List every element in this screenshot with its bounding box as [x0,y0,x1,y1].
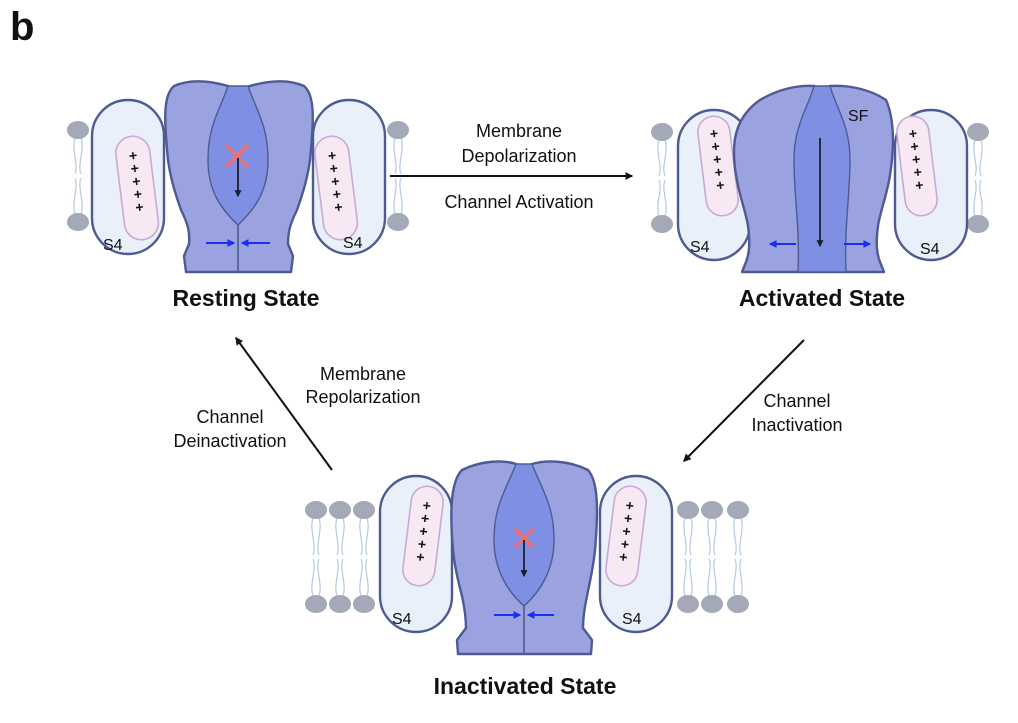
x-mark-icon [225,144,249,168]
s4-label-right: S4 [622,611,642,628]
s4-label-right: S4 [920,241,940,258]
inactivation-transition: Channel Inactivation [683,339,843,462]
lipid [967,123,989,233]
inactivated-state-channel: +++++ S4 +++++ S4 Inactivated State [378,460,674,699]
s4-helix-left: +++++ [697,115,739,217]
lipid [387,121,409,231]
s4-charge: + [908,125,918,142]
s4-charge: + [622,523,632,540]
repolarization-label-line2: Repolarization [305,387,420,407]
repolarization-label-line1: Membrane [320,364,406,384]
lipid [67,121,89,231]
s4-charge: + [131,173,141,190]
deinactivation-label-line2: Deinactivation [173,431,286,451]
activated-state-channel: +++++ S4 +++++ S4 SF Activated State [676,84,969,311]
s4-charge: + [911,151,921,168]
s4-charge: + [420,510,430,527]
s4-helix-left: +++++ [402,485,444,587]
s4-charge: + [914,176,924,193]
s4-charge: + [128,147,138,164]
lipid [727,501,749,613]
pore-cavity [493,463,555,607]
deinactivation-transition: Membrane Repolarization Channel Deinacti… [173,336,421,471]
s4-charge: + [714,164,724,181]
s4-label-right: S4 [343,235,363,252]
resting-state-channel: +++++ S4 +++++ S4 Resting State [90,80,387,311]
s4-charge: + [709,125,719,142]
s4-label-left: S4 [392,611,412,628]
selectivity-filter-label: SF [848,108,869,125]
s4-charge: + [330,173,340,190]
s4-charge: + [625,497,635,514]
s4-charge: + [419,523,429,540]
lipid [329,501,351,613]
s4-helix-right: +++++ [605,485,647,587]
s4-charge: + [422,497,432,514]
s4-charge: + [130,160,140,177]
s4-charge: + [623,510,633,527]
s4-charge: + [327,147,337,164]
inactivated-state-title: Inactivated State [434,673,617,699]
lipid [305,501,327,613]
lipid [701,501,723,613]
activation-label-line2: Depolarization [461,146,576,166]
s4-charge: + [332,186,342,203]
activation-label-line1: Membrane [476,121,562,141]
activation-label-line3: Channel Activation [444,192,593,212]
s4-helix-right: +++++ [314,135,359,241]
s4-charge: + [711,138,721,155]
s4-charge: + [133,186,143,203]
deinactivation-label-line1: Channel [196,407,263,427]
lipid [651,123,673,233]
x-mark-icon [514,528,534,548]
resting-state-title: Resting State [173,285,320,311]
s4-charge: + [618,548,628,565]
s4-charge: + [417,536,427,553]
pore-cavity [793,85,851,273]
s4-charge: + [715,176,725,193]
s4-label-left: S4 [103,237,123,254]
membrane-lipids [67,121,989,613]
activation-transition: Membrane Depolarization Channel Activati… [390,121,634,212]
s4-charge: + [333,198,343,215]
lipid [677,501,699,613]
inactivation-label-line1: Channel [763,391,830,411]
diagonal-arrow-icon [235,336,333,471]
s4-charge: + [712,151,722,168]
activated-state-title: Activated State [739,285,905,311]
s4-helix-right: +++++ [896,115,938,217]
lipid [353,501,375,613]
s4-charge: + [134,198,144,215]
inactivation-label-line2: Inactivation [751,415,842,435]
diagonal-arrow-icon [683,339,805,462]
s4-charge: + [415,548,425,565]
s4-charge: + [910,138,920,155]
s4-charge: + [913,164,923,181]
panel-label: b [10,5,34,49]
s4-charge: + [329,160,339,177]
s4-charge: + [620,536,630,553]
s4-helix-left: +++++ [115,135,160,241]
s4-label-left: S4 [690,239,710,256]
